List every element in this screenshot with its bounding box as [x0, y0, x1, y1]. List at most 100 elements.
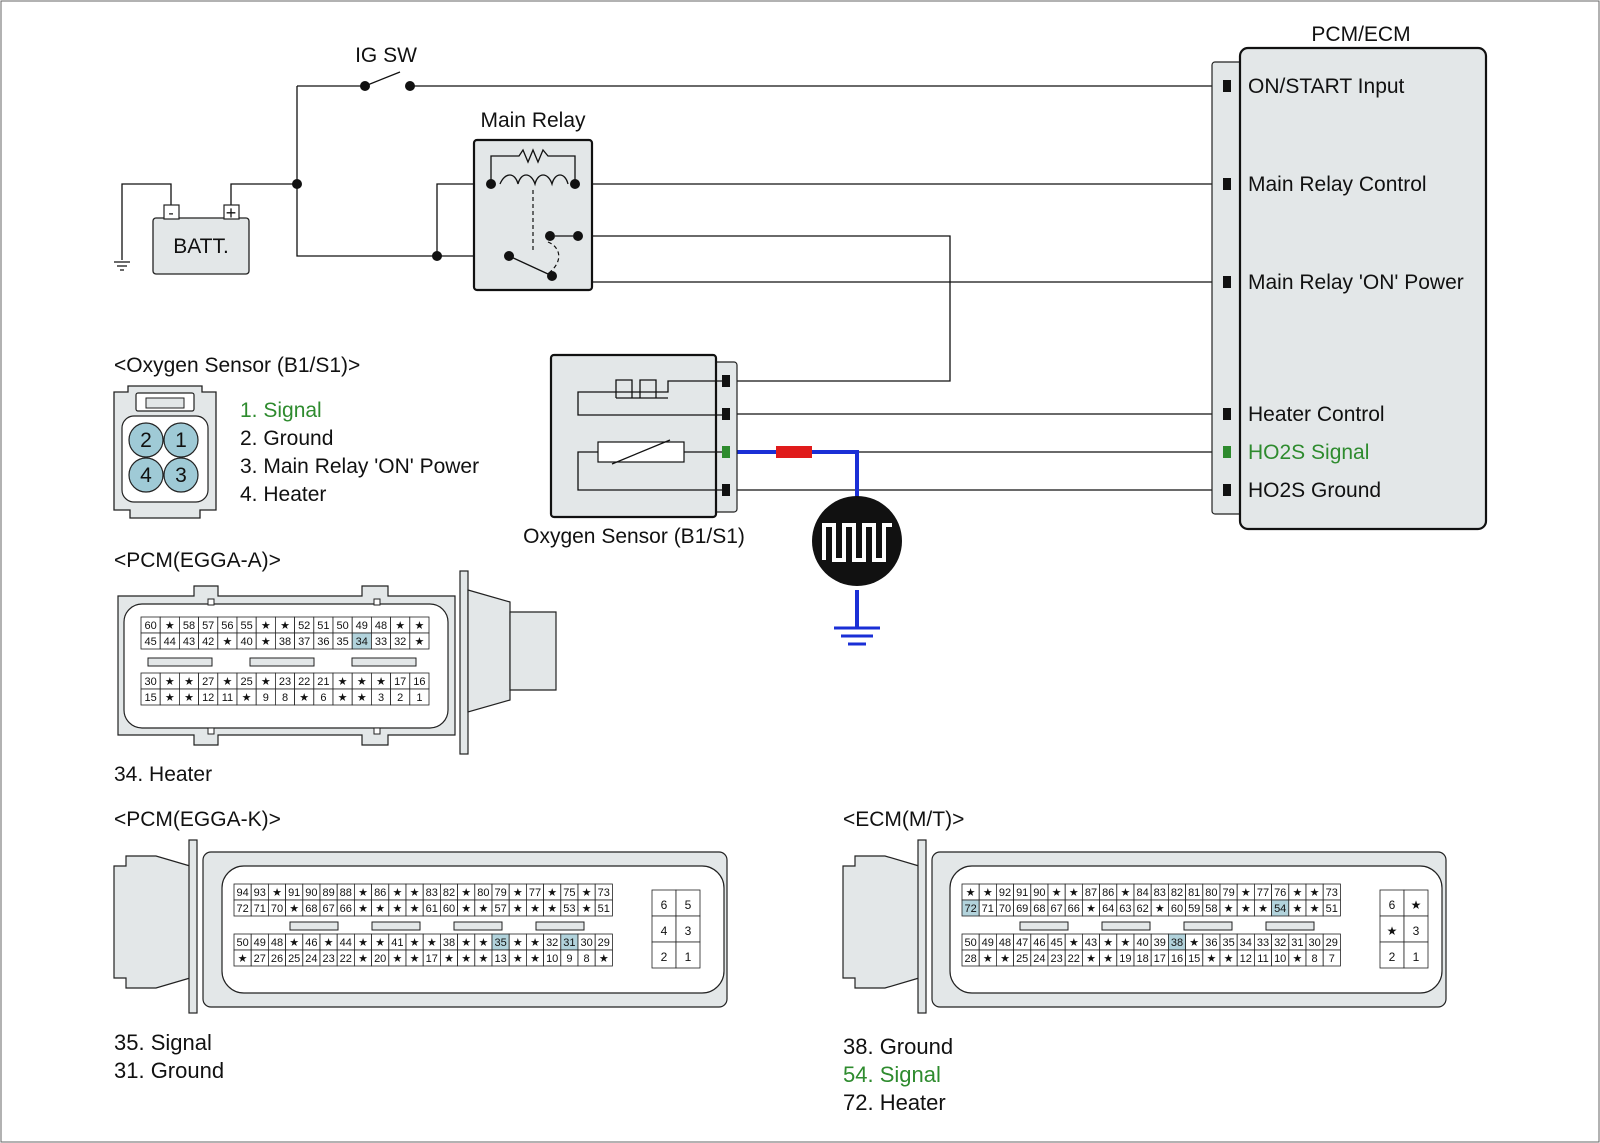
battery-label: BATT.: [173, 235, 229, 258]
connector-pin-number: 60: [1171, 903, 1183, 915]
connector-pin-number: 26: [271, 953, 283, 965]
pcm-pin-terminal: [1223, 276, 1231, 288]
connector-pin-number: 49: [356, 620, 368, 632]
connector-pin-number: 64: [1102, 903, 1114, 915]
pcm-ecm-box: [1238, 46, 1488, 531]
connector-pin-number: 90: [1033, 887, 1045, 899]
connector-pin-number: 40: [1136, 937, 1148, 949]
connector-side-pin-number: 4: [661, 924, 668, 938]
connector-pin-number: ★: [461, 937, 471, 949]
connector-pin-number: 12: [1240, 953, 1252, 965]
connector-pin-number: 77: [529, 887, 541, 899]
connector-pin-number: 94: [236, 887, 248, 899]
pcm-pin-label: Heater Control: [1248, 403, 1385, 426]
connector-pin-cell: [1322, 899, 1341, 917]
connector-pin-number: ★: [261, 620, 271, 632]
connector-pin-number: 60: [443, 903, 455, 915]
pcm-pin-label: HO2S Signal: [1248, 441, 1369, 464]
connector-pin-number: 51: [317, 620, 329, 632]
connector-pin-number: 68: [305, 903, 317, 915]
connector-pin-number: 38: [1171, 937, 1183, 949]
pcm-pin-label: HO2S Ground: [1248, 479, 1381, 502]
connector-pin-number: 23: [1050, 953, 1062, 965]
connector-pin-number: 50: [236, 937, 248, 949]
connector-pin-number: 45: [1050, 937, 1062, 949]
connector-pin-number: ★: [395, 620, 405, 632]
connector-pin-number: 48: [999, 937, 1011, 949]
connector-pin-number: ★: [280, 620, 290, 632]
connector-pin-number: 30: [580, 937, 592, 949]
connector-side-pin-number: ★: [1387, 924, 1398, 938]
connector-pin-number: 91: [1016, 887, 1028, 899]
connector-pin-number: 38: [279, 636, 291, 648]
connector-pin-number: 66: [340, 903, 352, 915]
connector-pin-cell: [409, 688, 430, 706]
connector-pin-number: 11: [222, 692, 233, 704]
battery: [152, 217, 250, 275]
connector-pin-number: 59: [1188, 903, 1200, 915]
connector-pin-number: 84: [1136, 887, 1148, 899]
connector-pin-number: ★: [414, 636, 424, 648]
connector-pin-number: 58: [183, 620, 195, 632]
connector-pin-number: 31: [563, 937, 575, 949]
connector-pin-number: 35: [336, 636, 348, 648]
o2-connector-pin-number: 2: [140, 429, 152, 452]
connector-pin-number: 32: [546, 937, 558, 949]
connector-pin-number: 90: [305, 887, 317, 899]
connector-pin-number: ★: [165, 620, 175, 632]
connector-side-pin-cell: [675, 941, 701, 969]
connector-pin-number: 6: [320, 692, 326, 704]
connector-pin-number: 86: [1102, 887, 1114, 899]
connector-side-pin-number: 6: [1389, 898, 1396, 912]
connector-pin-number: ★: [478, 953, 488, 965]
connector-pin-number: 32: [394, 636, 406, 648]
connector-pin-number: ★: [1103, 937, 1113, 949]
connector-pin-number: 60: [144, 620, 156, 632]
connector-side-pin-cell: [1379, 941, 1405, 969]
connector-pin-number: 46: [1033, 937, 1045, 949]
connector-pin-number: ★: [1310, 887, 1320, 899]
connector-pin-number: 10: [1274, 953, 1286, 965]
connector-pin-number: ★: [261, 636, 271, 648]
connector-pin-number: 30: [144, 676, 156, 688]
egga-a-title: <PCM(EGGA-A)>: [114, 549, 281, 572]
connector-pin-number: 3: [378, 692, 384, 704]
connector-pin-cell: [594, 949, 613, 967]
connector-side-pin-number: 3: [1413, 924, 1420, 938]
connector-pin-cell: [594, 899, 613, 917]
connector-pin-number: ★: [461, 887, 471, 899]
connector-pin-number: 34: [1240, 937, 1252, 949]
connector-pin-number: ★: [599, 953, 609, 965]
connector-pin-number: ★: [530, 953, 540, 965]
connector-pin-number: 11: [1257, 953, 1268, 965]
connector-pin-number: ★: [222, 676, 232, 688]
connector-pin-number: 29: [1326, 937, 1338, 949]
connector-pin-number: 57: [494, 903, 506, 915]
connector-pin-number: 46: [305, 937, 317, 949]
connector-pin-number: ★: [375, 903, 385, 915]
o2-connector-pin-number: 4: [140, 464, 152, 487]
connector-pin-number: 32: [1274, 937, 1286, 949]
connector-pin-number: 17: [1154, 953, 1166, 965]
circuit-top: IG SW - + BATT. Main Relay PCM/ECM ON/ST…: [114, 23, 1488, 646]
connector-pin-number: ★: [1000, 953, 1010, 965]
legend-item: 38. Ground: [843, 1034, 953, 1059]
connector-pin-number: 19: [1119, 953, 1131, 965]
connector-pin-number: 71: [254, 903, 266, 915]
o2-connector-pin: [128, 422, 164, 458]
connector-pin-number: 53: [563, 903, 575, 915]
connector-pin-number: 63: [1119, 903, 1131, 915]
connector-pin-number: ★: [444, 953, 454, 965]
connector-pin-number: 79: [1222, 887, 1234, 899]
connector-pin-number: ★: [414, 620, 424, 632]
connector-pin-number: 75: [563, 887, 575, 899]
connector-pin-number: 27: [202, 676, 214, 688]
connector-pin-number: 89: [322, 887, 334, 899]
connector-pin-number: 88: [340, 887, 352, 899]
connector-pin-number: ★: [1292, 903, 1302, 915]
connector-pin-number: ★: [358, 953, 368, 965]
connector-pin-number: 61: [426, 903, 438, 915]
connector-pin-number: 43: [183, 636, 195, 648]
